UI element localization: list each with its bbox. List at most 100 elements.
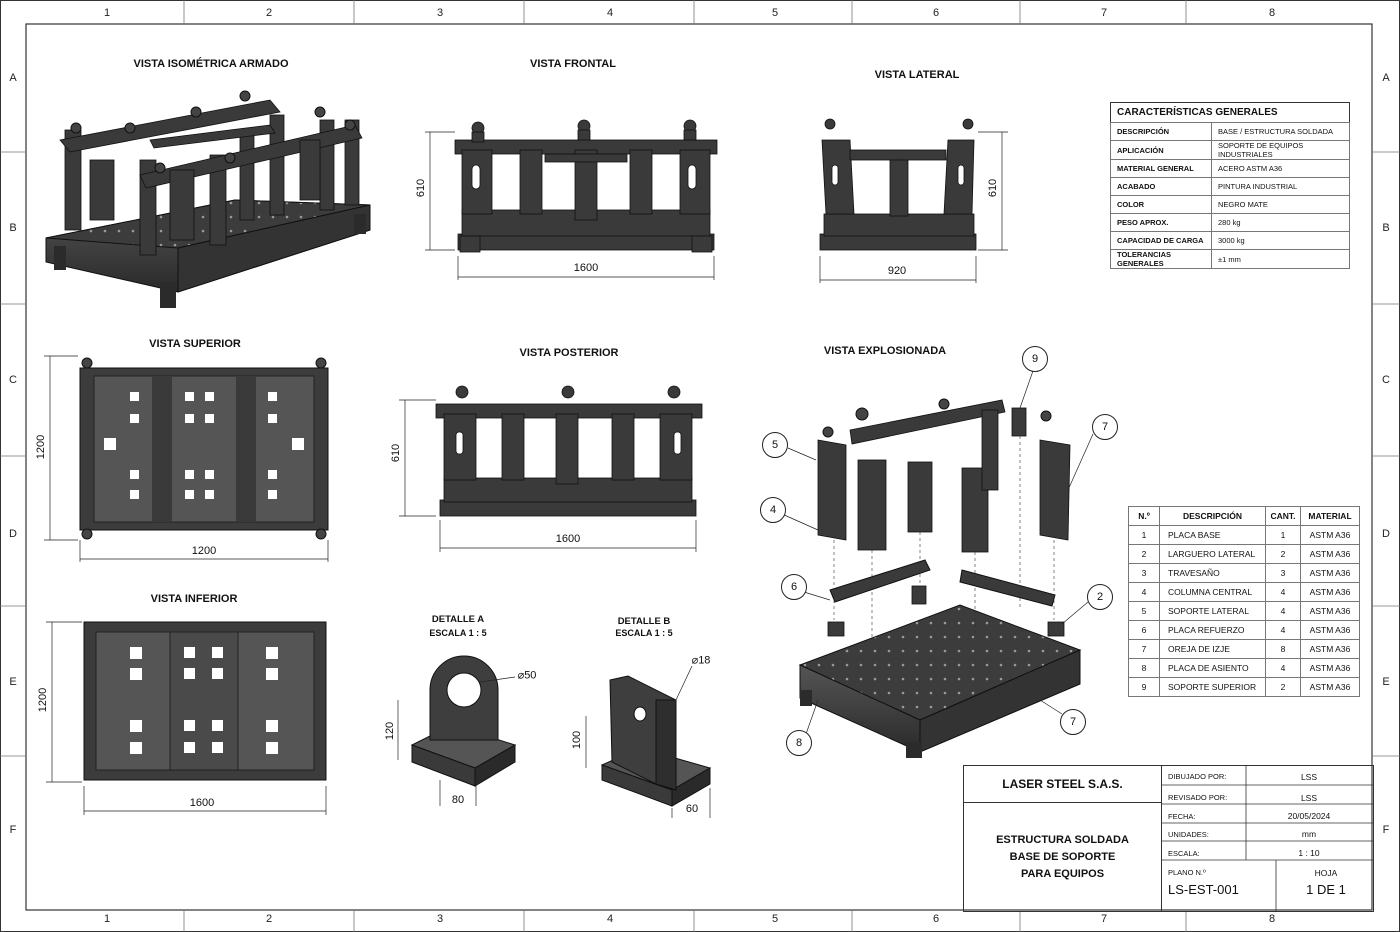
property-value: PINTURA INDUSTRIAL (1211, 177, 1350, 196)
bom-number: 1 (1128, 525, 1160, 545)
bom-description: COLUMNA CENTRAL (1159, 582, 1266, 602)
drawn-by-label: DIBUJADO POR: (1168, 772, 1227, 781)
detail-a-height-dim: 120 (384, 721, 396, 741)
property-row: TOLERANCIAS GENERALES±1 mm (1110, 249, 1350, 269)
title-line-1: ESTRUCTURA SOLDADA (996, 833, 1129, 846)
bom-description: LARGUERO LATERAL (1159, 544, 1266, 564)
front-width-dim: 1600 (573, 262, 599, 274)
grid-col-5-bottom: 5 (771, 913, 779, 925)
bom-material: ASTM A36 (1300, 677, 1360, 697)
rear-width-dim: 1600 (555, 533, 581, 545)
property-key: CAPACIDAD DE CARGA (1110, 231, 1212, 250)
plan-number-value: LS-EST-001 (1168, 882, 1239, 897)
balloon-2: 2 (1087, 584, 1113, 610)
grid-row-b-right: B (1382, 222, 1390, 234)
grid-col-6: 6 (932, 7, 940, 19)
front-height-dim: 610 (415, 178, 427, 198)
title-line-2: BASE DE SOPORTE (1009, 850, 1116, 863)
grid-row-d: D (9, 528, 17, 540)
grid-row-f-right: F (1382, 824, 1390, 836)
grid-row-d-right: D (1382, 528, 1390, 540)
sheet-value: 1 DE 1 (1306, 882, 1346, 897)
property-key: MATERIAL GENERAL (1110, 159, 1212, 178)
bom-header-quantity: CANT. (1265, 506, 1301, 526)
bom-number: 9 (1128, 677, 1160, 697)
grid-row-a-right: A (1382, 72, 1390, 84)
balloon-8: 8 (786, 730, 812, 756)
bom-header-material: MATERIAL (1300, 506, 1360, 526)
isometric-view-label: VISTA ISOMÉTRICA ARMADO (133, 58, 289, 70)
bom-description: PLACA BASE (1159, 525, 1266, 545)
grid-row-c: C (9, 374, 17, 386)
grid-row-e-right: E (1382, 676, 1390, 688)
company-name: LASER STEEL S.A.S. (964, 766, 1162, 803)
bom-material: ASTM A36 (1300, 620, 1360, 640)
bom-number: 4 (1128, 582, 1160, 602)
exploded-view-label: VISTA EXPLOSIONADA (823, 345, 947, 357)
plan-number-label: PLANO N.º (1168, 868, 1206, 877)
bom-description: PLACA DE ASIENTO (1159, 658, 1266, 678)
property-value: SOPORTE DE EQUIPOS INDUSTRIALES (1211, 140, 1350, 160)
property-key: COLOR (1110, 195, 1212, 214)
detail-a-hole-dim: ⌀50 (517, 669, 537, 682)
bottom-width-dim: 1600 (189, 797, 215, 809)
date-value: 20/05/2024 (1287, 811, 1331, 821)
lateral-view-drawing (819, 118, 977, 251)
bottom-dims (46, 621, 327, 815)
bom-quantity: 1 (1265, 525, 1301, 545)
rear-view-label: VISTA POSTERIOR (519, 347, 619, 359)
title-line-3: PARA EQUIPOS (1020, 867, 1105, 880)
bom-number: 2 (1128, 544, 1160, 564)
grid-row-c-right: C (1382, 374, 1390, 386)
grid-row-e: E (9, 676, 17, 688)
bom-material: ASTM A36 (1300, 525, 1360, 545)
grid-col-8: 8 (1268, 7, 1276, 19)
grid-col-6-bottom: 6 (932, 913, 940, 925)
title-block-lines (1162, 766, 1373, 911)
property-key: APLICACIÓN (1110, 140, 1212, 160)
detail-a-drawing (397, 655, 517, 806)
balloon-5: 5 (762, 432, 788, 458)
bom-description: SOPORTE LATERAL (1159, 601, 1266, 621)
detail-a-scale: ESCALA 1 : 5 (429, 628, 487, 638)
front-view-label: VISTA FRONTAL (530, 58, 616, 70)
bom-header-number: N.º (1128, 506, 1160, 526)
grid-col-4-bottom: 4 (606, 913, 614, 925)
grid-row-b: B (9, 222, 17, 234)
property-value: NEGRO MATE (1211, 195, 1350, 214)
bom-quantity: 4 (1265, 658, 1301, 678)
reviewed-by-label: REVISADO POR: (1168, 793, 1228, 802)
top-view-drawing (79, 357, 329, 540)
bom-header-description: DESCRIPCIÓN (1159, 506, 1266, 526)
bom-material: ASTM A36 (1300, 544, 1360, 564)
bom-number: 7 (1128, 639, 1160, 659)
bottom-view-label: VISTA INFERIOR (150, 593, 238, 605)
bom-quantity: 2 (1265, 677, 1301, 697)
balloon-7-bottom: 7 (1060, 709, 1086, 735)
drawing-title: ESTRUCTURA SOLDADA BASE DE SOPORTE PARA … (964, 803, 1162, 911)
exploded-view-drawing (798, 398, 1082, 758)
bom-description: PLACA REFUERZO (1159, 620, 1266, 640)
front-dims (425, 131, 715, 280)
bom-quantity: 4 (1265, 601, 1301, 621)
grid-col-2-bottom: 2 (265, 913, 273, 925)
property-value: 3000 kg (1211, 231, 1350, 250)
grid-col-1: 1 (103, 7, 111, 19)
bom-quantity: 3 (1265, 563, 1301, 583)
properties-title: CARACTERÍSTICAS GENERALES (1110, 102, 1350, 122)
drawn-by-value: LSS (1300, 772, 1318, 782)
bom-description: OREJA DE IZJE (1159, 639, 1266, 659)
bom-material: ASTM A36 (1300, 658, 1360, 678)
grid-col-7-bottom: 7 (1100, 913, 1108, 925)
rear-view-drawing (435, 385, 703, 517)
grid-row-a: A (9, 72, 17, 84)
